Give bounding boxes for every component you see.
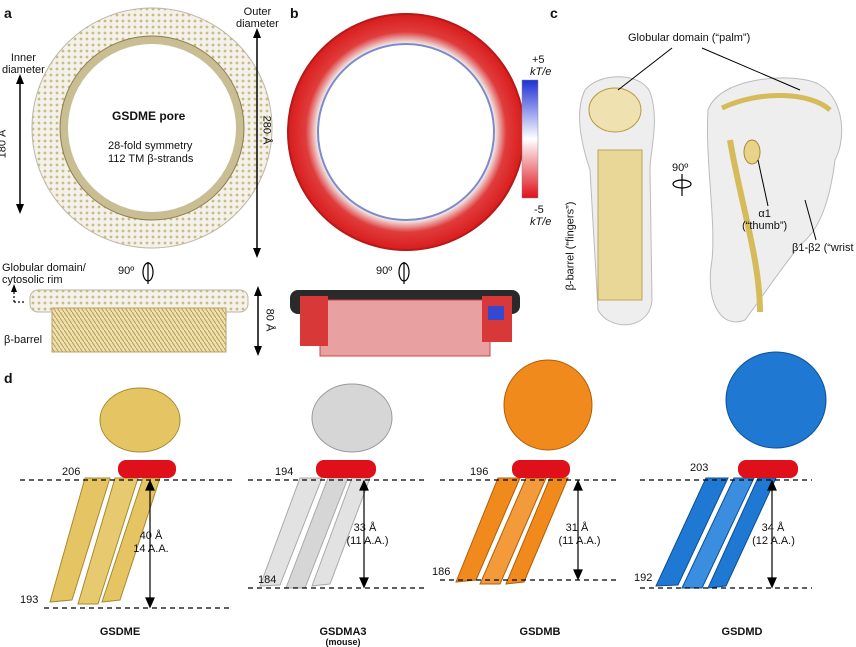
globular-rim-label: Globular domain/ cytosolic rim <box>2 262 86 286</box>
gsdme-bottom-residue: 193 <box>20 594 39 606</box>
panel-label-c: c <box>550 5 558 21</box>
gsdme-pore-top-view <box>31 7 273 249</box>
rotation-icon-c <box>672 174 692 196</box>
dim-180-label: 180 Å <box>0 130 9 159</box>
symmetry-text: 28-fold symmetry <box>108 140 193 152</box>
protomer-front-view <box>579 76 655 326</box>
gsdmb-structure <box>455 359 593 585</box>
gsdme-pore-side-view <box>29 289 249 353</box>
gsdmb-top-residue: 196 <box>470 466 489 478</box>
height-arrow <box>254 286 262 356</box>
outer-diameter-arrow <box>253 28 261 258</box>
gsdma3-structure <box>259 383 393 589</box>
inner-diameter-arrow <box>16 74 24 214</box>
rotation-icon-b <box>398 262 410 284</box>
gsdmb-bottom-residue: 186 <box>432 566 451 578</box>
esp-pore-top-view <box>287 13 525 251</box>
wrist-label: β1-β2 (“wrist <box>792 242 854 254</box>
rotation-label-c: 90º <box>672 162 689 174</box>
dim-80-label: 80 Å <box>263 308 276 332</box>
gsdmd-aa-count: (12 A.A.) <box>752 535 795 547</box>
gsdmd-bottom-residue: 192 <box>634 572 653 584</box>
gsdmb-distance: 31 Å <box>565 522 589 534</box>
gsdme-top-residue: 206 <box>62 466 81 478</box>
rim-dashed-arrow <box>11 284 24 303</box>
inner-diameter-label: Inner diameter <box>2 52 45 76</box>
protomer-rotated-view <box>707 77 843 323</box>
beta-barrel-label: β-barrel <box>4 334 43 346</box>
gsdma3-name: GSDMA3 <box>319 626 367 638</box>
panel-label-d: d <box>4 370 13 386</box>
rotation-label-b: 90º <box>376 265 393 277</box>
scale-unit-top: kT/e <box>530 66 552 78</box>
alpha1-thumb-label: α1 (“thumb”) <box>742 208 788 232</box>
gsdme-structure <box>49 387 181 605</box>
gsdme-name: GSDME <box>99 626 141 638</box>
gsdmb-name: GSDMB <box>519 626 561 638</box>
dim-280-label: 280 Å <box>260 115 273 145</box>
panel-c-leader-lines <box>617 47 817 241</box>
scale-neg-label: -5 <box>534 204 544 216</box>
pore-title: GSDME pore <box>112 109 186 123</box>
gsdma3-bottom-residue: 184 <box>258 574 277 586</box>
gsdme-distance: 40 Å <box>139 530 163 542</box>
esp-pore-side-view <box>290 290 520 357</box>
panel-label-a: a <box>4 5 12 21</box>
gsdma3-top-residue: 194 <box>275 466 294 478</box>
gsdmd-name: GSDMD <box>721 626 763 638</box>
beta-barrel-fingers-label: β-barrel (“fingers”) <box>564 201 577 291</box>
scale-pos-label: +5 <box>532 54 545 66</box>
gsdma3-species: (mouse) <box>325 637 361 647</box>
gsdmd-structure <box>655 351 827 589</box>
globular-palm-label: Globular domain (“palm”) <box>628 32 751 44</box>
gsdmb-aa-count: (11 A.A.) <box>558 535 601 547</box>
gsdma3-distance: 33 Å <box>353 522 377 534</box>
esp-color-scale <box>521 79 539 199</box>
gsdme-aa-count: 14 A.A. <box>133 543 169 555</box>
gsdmd-top-residue: 203 <box>690 462 709 474</box>
scale-unit-bottom: kT/e <box>530 216 552 228</box>
distance-arrows <box>145 479 777 609</box>
rotation-icon-a <box>142 262 154 284</box>
rotation-label-a: 90º <box>118 265 135 277</box>
outer-diameter-label: Outer diameter <box>236 6 279 30</box>
residue-dashed-lines <box>20 479 812 609</box>
gsdmd-distance: 34 Å <box>761 522 785 534</box>
strands-text: 112 TM β-strands <box>108 153 194 165</box>
gsdma3-aa-count: (11 A.A.) <box>346 535 389 547</box>
panel-label-b: b <box>290 5 299 21</box>
